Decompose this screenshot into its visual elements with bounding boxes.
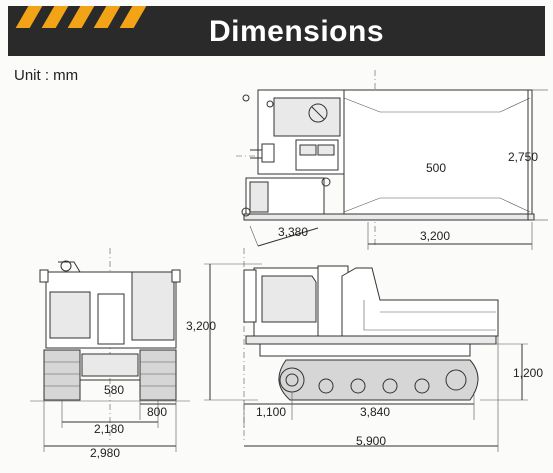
header-bar: Dimensions [8, 6, 545, 56]
side-view [204, 248, 528, 452]
dim-bed-length: 3,200 [420, 229, 450, 243]
top-view [236, 70, 548, 250]
dim-track-length: 3,840 [360, 405, 390, 419]
dim-top-diagonal: 3,380 [278, 225, 308, 239]
dim-top-width: 2,750 [508, 150, 538, 164]
page-title: Dimensions [208, 15, 385, 48]
dim-track-height: 1,200 [513, 366, 543, 380]
dim-overall-width: 2,980 [90, 446, 120, 460]
front-view [30, 248, 190, 452]
dim-top-inner-offset: 500 [426, 161, 446, 175]
dim-track-gap: 580 [104, 383, 124, 397]
dim-front-overhang: 1,100 [256, 405, 286, 419]
dim-overall-length: 5,900 [356, 434, 386, 448]
dim-gauge: 2,180 [94, 422, 124, 436]
dim-overall-height: 3,200 [186, 319, 216, 333]
dim-track-width: 800 [147, 405, 167, 419]
unit-label: Unit : mm [14, 67, 79, 84]
